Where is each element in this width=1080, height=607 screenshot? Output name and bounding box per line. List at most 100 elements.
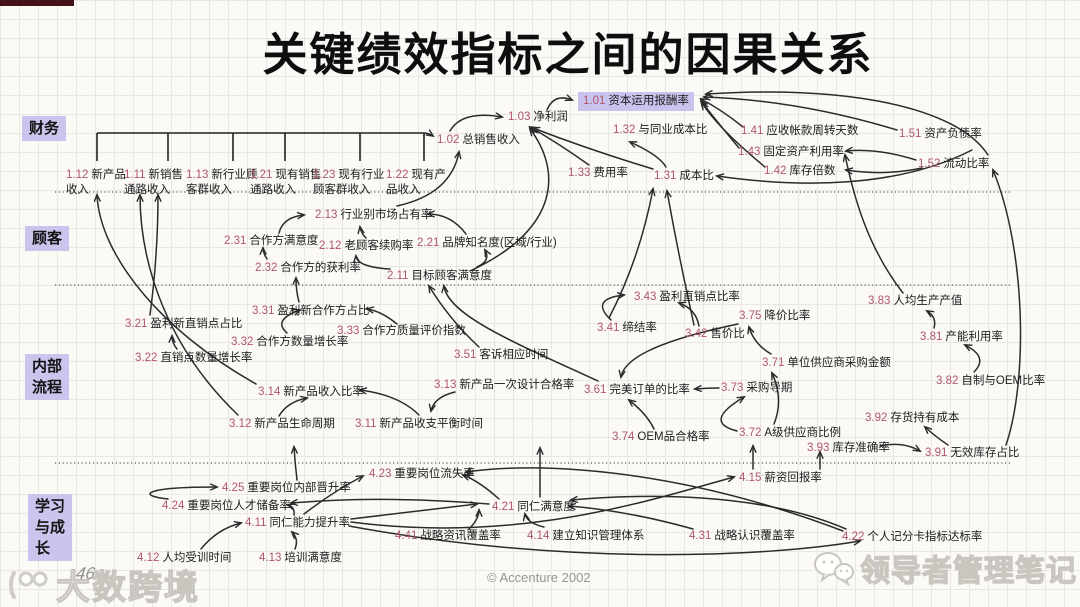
kpi-number: 4.24 <box>162 500 185 512</box>
edge-3.83-to-1.43 <box>845 155 904 294</box>
kpi-label: A级供应商比例 <box>764 427 842 439</box>
edge-3.72-to-3.71 <box>772 373 780 425</box>
edge-1.52-to-1.42 <box>846 167 923 173</box>
kpi-label: 重要岗位流失率 <box>394 468 475 480</box>
edge-3.81-to-3.83 <box>927 311 936 329</box>
edge-3.51-to-2.11 <box>429 286 480 348</box>
edge-3.42-to-1.31 <box>667 191 695 326</box>
kpi-number: 2.11 <box>387 270 409 282</box>
edge-3.32-to-3.31 <box>281 310 300 334</box>
kpi-number: 1.41 <box>741 125 764 137</box>
edge-4.12-to-4.11 <box>200 523 241 550</box>
kpi-label: 建立知识管理体系 <box>552 530 645 542</box>
edge-4.11-to-4.21 <box>350 504 477 520</box>
kpi-number: 4.11 <box>245 517 267 529</box>
kpi-number: 1.32 <box>613 124 636 136</box>
kpi-number: 4.21 <box>492 501 515 513</box>
kpi-number: 3.14 <box>258 386 281 398</box>
kpi-label: 单位供应商采购金额 <box>787 357 891 369</box>
edge-3.42-to-3.43 <box>679 303 700 327</box>
kpi-label: 人均生产产值 <box>893 295 963 307</box>
kpi-number: 3.31 <box>252 305 275 317</box>
kpi-label: 现有产品收入 <box>386 169 446 196</box>
kpi-label: 成本比 <box>679 170 714 182</box>
edge-3.91-to-1.52 <box>993 170 1022 446</box>
kpi-label: 新产品收支平衡时间 <box>379 418 484 430</box>
kpi-label: 个人记分卡指标达标率 <box>867 531 983 543</box>
edge-4.22-to-4.23 <box>466 467 844 532</box>
kpi-number: 3.82 <box>936 375 959 387</box>
kpi-number: 1.13 <box>186 169 209 181</box>
kpi-label: 现有行业顾客群收入 <box>313 169 385 196</box>
kpi-number: 3.42 <box>685 328 708 340</box>
kpi-label: 采购导期 <box>746 382 793 394</box>
kpi-number: 2.32 <box>255 262 278 274</box>
revenue-sum-bracket <box>96 132 425 161</box>
kpi-label: 新销售通路收入 <box>124 169 184 196</box>
edge-3.11-to-3.14 <box>360 390 420 416</box>
edge-1.31-to-1.03 <box>533 128 654 170</box>
kpi-label: 自制与OEM比率 <box>961 375 1046 387</box>
kpi-number: 3.51 <box>454 349 477 361</box>
kpi-number: 3.11 <box>355 418 377 430</box>
edge-3.12-to-3.14 <box>278 398 307 417</box>
kpi-label: 流动比率 <box>943 158 990 170</box>
kpi-number: 1.03 <box>508 111 531 123</box>
kpi-number: 2.21 <box>417 237 440 249</box>
edge-1.02-to-1.03 <box>449 115 502 132</box>
kpi-number: 4.13 <box>259 552 282 564</box>
edge-3.93-to-3.91 <box>879 443 920 451</box>
kpi-label: 新产品收入比率 <box>283 386 364 398</box>
edge-4.13-to-4.11 <box>292 532 296 550</box>
kpi-number: 4.12 <box>137 552 160 564</box>
kpi-label: 库存倍数 <box>789 165 836 177</box>
kpi-label: 行业别市场占有率 <box>340 209 433 221</box>
kpi-label: 盈利直销点比率 <box>659 291 740 303</box>
kpi-number: 3.92 <box>865 412 888 424</box>
kpi-label: 客诉相应时间 <box>479 349 549 361</box>
edge-2.12-to-2.13 <box>360 227 367 239</box>
kpi-number: 1.51 <box>899 128 922 140</box>
kpi-label: 产能利用率 <box>945 331 1003 343</box>
kpi-label: 资产负债率 <box>924 128 982 140</box>
kpi-label: 同仁满意度 <box>517 501 575 513</box>
kpi-number: 3.41 <box>597 322 620 334</box>
kpi-label: 费用率 <box>593 167 628 179</box>
kpi-label: 新产品生命周期 <box>254 418 335 430</box>
edge-4.14-to-4.21 <box>525 514 545 528</box>
kpi-number: 3.73 <box>721 382 744 394</box>
kpi-number: 1.23 <box>313 169 336 181</box>
watermark-bottom-right-text: 领导者管理笔记 <box>859 554 1077 588</box>
edge-3.75-to-3.61 <box>621 323 739 377</box>
perspective-label-learning: 学习 与成 长 <box>28 494 73 561</box>
kpi-number: 1.43 <box>738 146 761 158</box>
